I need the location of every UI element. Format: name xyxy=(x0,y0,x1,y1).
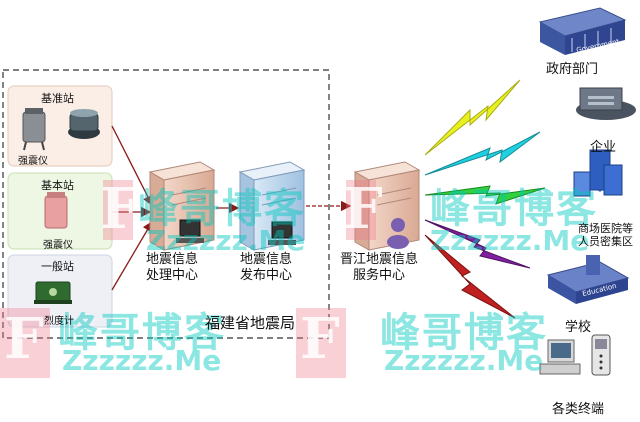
recipient-label-terminals: 各类终端 xyxy=(552,402,605,417)
service-center-label: 晋江地震信息 服务中心 xyxy=(340,252,419,283)
processing-center-label: 地震信息 处理中心 xyxy=(146,252,199,283)
recipient-label-crowded-areas: 商场医院等 人员密集区 xyxy=(578,222,633,248)
recipient-label-government: 政府部门 xyxy=(546,62,599,77)
watermark-block xyxy=(296,308,346,378)
lightning-bolt-green xyxy=(424,185,546,205)
intensity-meter-icon xyxy=(34,281,72,304)
station-box-basic xyxy=(7,172,113,250)
station-device-general: 烈度计 xyxy=(44,316,74,327)
station-box-reference xyxy=(7,85,113,167)
publishing-server-icon xyxy=(238,161,306,251)
lightning-bolt-cyan xyxy=(424,131,541,176)
region-boundary xyxy=(2,69,330,339)
broadband-sensor-icon xyxy=(68,109,100,139)
arrow-reference-to-processing xyxy=(111,125,153,207)
watermark-block xyxy=(346,180,376,240)
lightning-bolt-yellow xyxy=(424,79,521,156)
station-device-basic: 强震仪 xyxy=(43,240,73,251)
user-icon xyxy=(391,218,405,232)
region-title: 福建省地震局 xyxy=(205,314,296,332)
government-building-icon xyxy=(538,7,627,55)
mall-hospital-building-icon xyxy=(573,149,623,197)
station-device-reference: 强震仪 xyxy=(18,156,48,167)
watermark-block xyxy=(103,180,133,240)
school-building-icon xyxy=(546,255,630,304)
watermark-block xyxy=(0,308,50,378)
station-name-general: 一般站 xyxy=(41,260,74,273)
service-server-icon xyxy=(353,161,421,251)
terminal-devices-icon xyxy=(539,334,611,376)
recipient-label-school: 学校 xyxy=(565,320,592,335)
enterprise-building-icon xyxy=(576,87,636,120)
seismograph-icon xyxy=(22,108,46,151)
station-box-general xyxy=(7,254,113,328)
station-name-basic: 基本站 xyxy=(41,179,74,192)
publishing-center-label: 地震信息 发布中心 xyxy=(240,252,293,283)
station-name-reference: 基准站 xyxy=(41,92,74,105)
lightning-bolt-red xyxy=(424,234,516,319)
arrow-general-to-processing xyxy=(111,220,153,291)
processing-server-icon xyxy=(148,161,216,251)
recipient-label-enterprise: 企业 xyxy=(590,140,617,155)
seismograph-icon xyxy=(44,192,68,229)
lightning-bolt-purple xyxy=(424,219,531,269)
